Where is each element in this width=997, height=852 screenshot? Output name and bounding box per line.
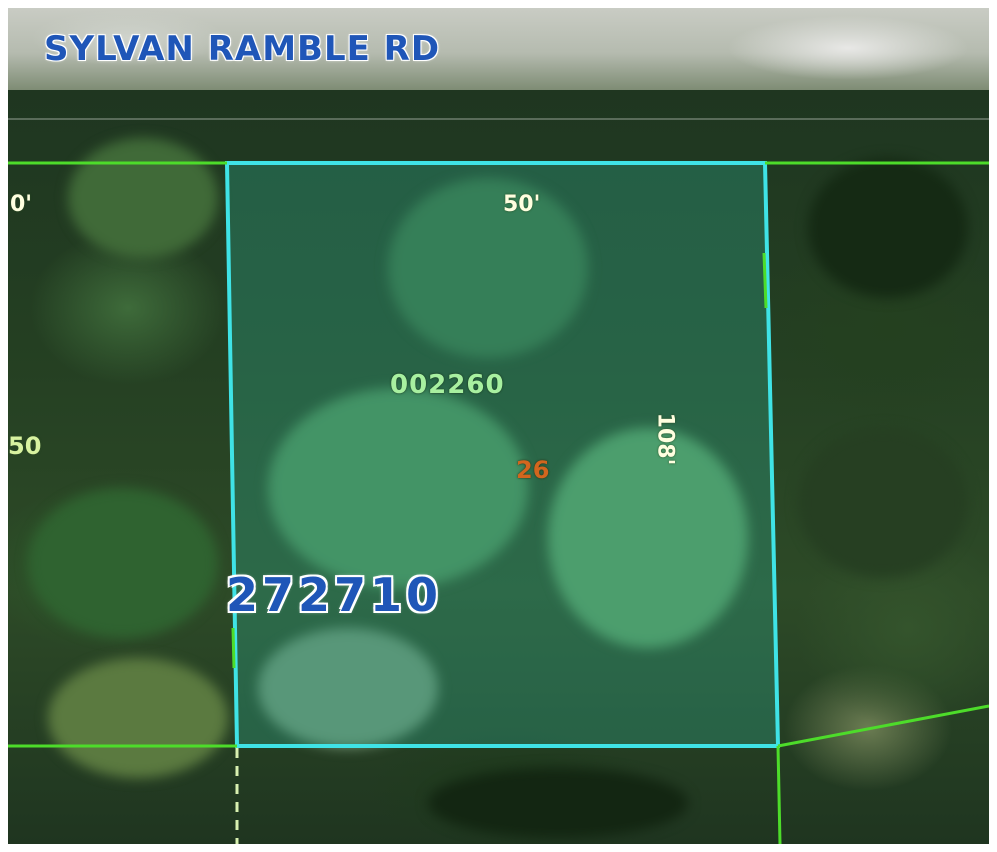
parcel-depth-label: 108': [652, 412, 678, 466]
road-edge: [8, 118, 989, 120]
lot-line: [776, 745, 782, 844]
tree-canopy: [28, 488, 218, 638]
tree-canopy: [258, 628, 438, 748]
tree-canopy: [808, 158, 968, 298]
tree-canopy: [48, 658, 228, 778]
tree-canopy: [388, 178, 588, 358]
lot-line: [762, 252, 768, 309]
lot-number-label: 26: [516, 456, 550, 484]
lot-line: [777, 704, 989, 748]
tree-canopy: [268, 388, 528, 588]
road-surface: [8, 8, 989, 90]
parcel-id-label[interactable]: 002260: [390, 370, 505, 400]
parcel-frontage-label: 50': [503, 192, 541, 217]
block-id-label: 272710: [226, 568, 443, 622]
tree-canopy: [428, 768, 688, 838]
road-name-label: SYLVAN RAMBLE RD: [44, 29, 441, 69]
parcel-fill[interactable]: [224, 161, 781, 748]
aerial-map[interactable]: SYLVAN RAMBLE RD 50' 0' 50 108' 002260 2…: [8, 8, 989, 844]
tree-canopy: [68, 138, 218, 258]
tree-canopy: [548, 428, 748, 648]
neighbor-frontage-label: 0': [10, 192, 33, 217]
tree-canopy: [798, 428, 968, 578]
parcel-overlay: [8, 161, 989, 844]
lot-line: [231, 627, 236, 669]
neighbor-side-label: 50: [8, 432, 42, 460]
